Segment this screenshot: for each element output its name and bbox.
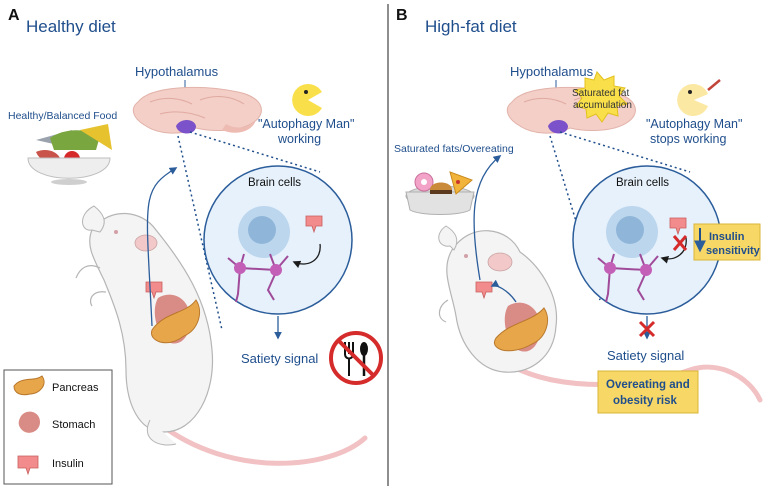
insulin-to-brain-arrow-b — [473, 155, 502, 281]
brain-cells-label-a: Brain cells — [248, 177, 301, 189]
hypothalamus-a — [176, 120, 196, 134]
panel-b: B High-fat diet Hypothalamus Saturated f… — [394, 7, 763, 414]
hypothalamus-b — [548, 120, 568, 134]
autophagy-label-a-line2: working — [277, 132, 321, 146]
legend-label-stomach: Stomach — [52, 419, 95, 431]
saturated-fat-burst — [574, 71, 629, 123]
satiety-label-b: Satiety signal — [607, 348, 684, 363]
panel-a-title: Healthy diet — [26, 17, 116, 36]
autophagy-label-b-line1: "Autophagy Man" — [646, 117, 742, 131]
autophagy-label-a-line1: "Autophagy Man" — [258, 117, 354, 131]
junk-food-plate-icon — [405, 171, 475, 215]
legend-label-insulin: Insulin — [52, 458, 84, 470]
panel-b-letter: B — [396, 7, 408, 24]
mouse-a — [75, 205, 368, 466]
brain-cells-label-b: Brain cells — [616, 177, 669, 189]
insulin-b-cell — [669, 217, 687, 236]
pancreas-b — [493, 307, 548, 352]
glial-cell-a — [238, 206, 290, 258]
pancreas-icon — [13, 375, 45, 396]
insulin-icon — [17, 455, 39, 476]
stomach-icon — [18, 411, 40, 433]
blocked-cross-icon-b — [672, 235, 688, 251]
neurons-b — [597, 253, 659, 303]
insulin-action-arrow-b — [660, 237, 687, 264]
burst-label-line1: Saturated fat — [572, 88, 629, 99]
panel-b-title: High-fat diet — [425, 17, 517, 36]
risk-line1: Overeating and — [606, 379, 690, 391]
zoom-line-left-b — [549, 135, 601, 301]
satiety-label-a: Satiety signal — [241, 351, 318, 366]
panel-a: A Healthy diet Hypothalamus "Autophagy M… — [3, 7, 383, 485]
food-label-b: Saturated fats/Overeating — [394, 143, 514, 155]
insulin-release-arrow-b — [490, 279, 517, 303]
risk-box — [597, 370, 699, 414]
insulin-sensitivity-line1: Insulin — [709, 231, 745, 243]
brain-a — [132, 86, 262, 134]
autophagy-label-b-line2: stops working — [650, 132, 726, 146]
autophagy-man-icon-a — [292, 84, 322, 116]
healthy-food-bowl-icon — [27, 124, 112, 185]
hypothalamus-label-a: Hypothalamus — [135, 64, 219, 79]
insulin-a-cell — [305, 215, 323, 234]
panel-a-letter: A — [8, 7, 20, 24]
blocked-cross-icon-satiety — [638, 320, 656, 338]
food-label-a: Healthy/Balanced Food — [8, 110, 117, 122]
glial-cell-b — [606, 206, 658, 258]
insulin-action-arrow-a — [292, 243, 321, 269]
legend-label-pancreas: Pancreas — [52, 382, 99, 394]
burst-label-line2: accumulation — [573, 100, 632, 111]
risk-line2: obesity risk — [613, 395, 678, 407]
insulin-sensitivity-line2: sensitivity — [706, 245, 761, 257]
hypothalamus-label-b: Hypothalamus — [510, 64, 594, 79]
neurons-a — [227, 253, 289, 303]
no-eating-icon — [329, 331, 383, 385]
zoom-line-left-a — [177, 135, 223, 331]
pancreas-a — [151, 299, 200, 344]
insulin-to-brain-arrow-a — [146, 167, 178, 327]
autophagy-man-icon-b — [677, 79, 721, 116]
